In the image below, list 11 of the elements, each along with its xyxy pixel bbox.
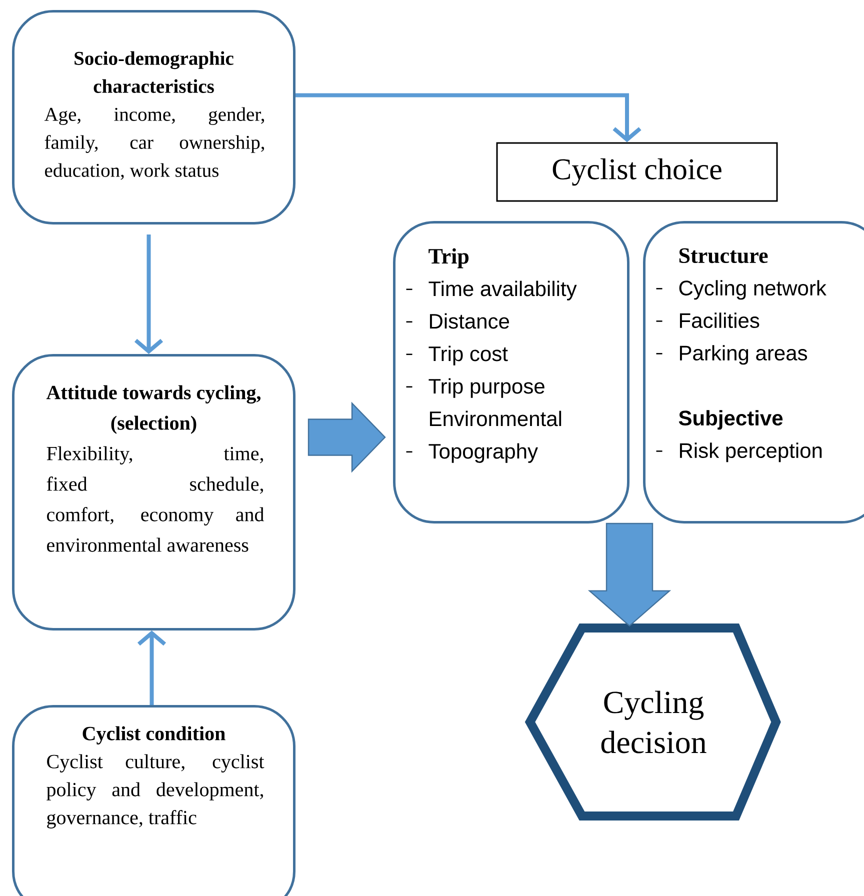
arrow — [308, 402, 386, 473]
arrow — [588, 522, 672, 627]
arrow — [134, 234, 164, 354]
attitude-box: Attitude towards cycling, (selection) Flexibility, time, fixed schedule, comfort, economy and environmental awareness — [12, 354, 296, 630]
arrow — [137, 630, 166, 705]
condition-box: Cyclist condition Cyclist culture, cyclist policy and development, governance, traffic — [12, 705, 296, 896]
factor-box: Structure Cycling network Facilities Parking areas Subjective Risk perception — [643, 221, 864, 524]
choice-box: Cyclist choice — [496, 142, 778, 202]
arrow — [296, 93, 642, 142]
factor-box: Trip Time availability Distance Trip cost Trip purpose Environmental Topography — [393, 221, 630, 524]
characteristics-box: Socio-demographic characteristics Age, income, gender, family, car ownership, education, work status — [12, 10, 296, 224]
